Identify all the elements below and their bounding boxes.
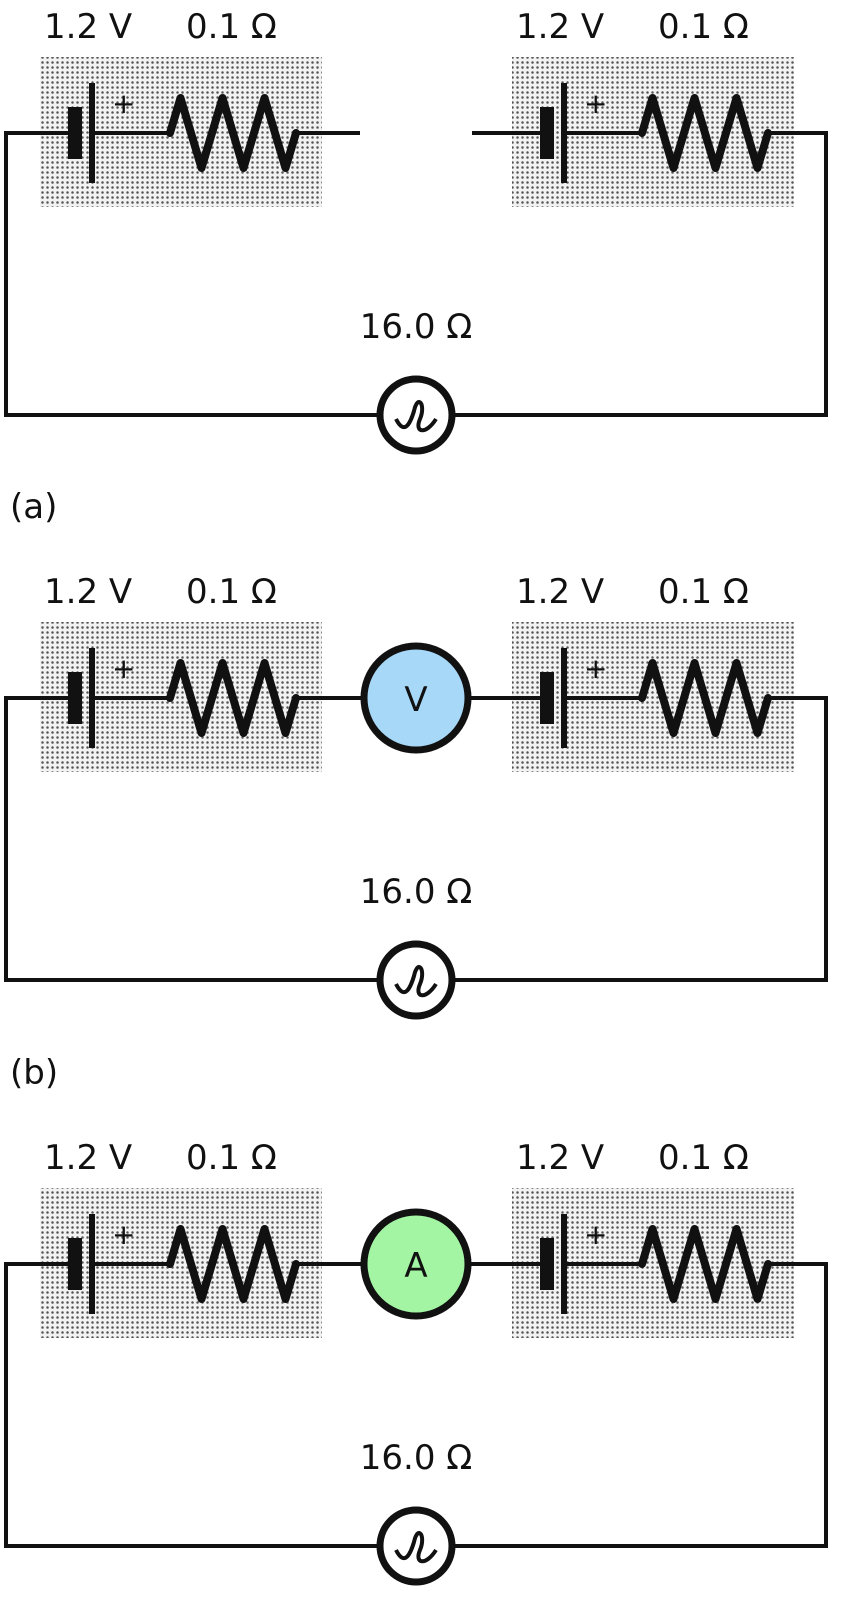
emf-label: 1.2 V <box>44 1138 132 1178</box>
emf-label: 1.2 V <box>516 1138 604 1178</box>
cell-shaded-box <box>512 1188 794 1338</box>
battery-negative-plate <box>540 1238 554 1290</box>
bulb-resistance-label: 16.0 Ω <box>360 872 473 912</box>
cell-shaded-box <box>40 622 322 772</box>
emf-label: 1.2 V <box>516 572 604 612</box>
filament-icon <box>394 964 438 998</box>
battery-negative-plate <box>540 107 554 159</box>
internal-resistor <box>166 659 300 737</box>
cell-shaded-box <box>512 57 794 207</box>
positive-sign: + <box>584 652 607 685</box>
positive-sign: + <box>112 87 135 120</box>
circuit-wire <box>4 1262 828 1548</box>
circuit-panel-0: 1.2 V 0.1 Ω +1.2 V 0.1 Ω +16.0 Ω <box>4 7 828 455</box>
emf-label: 1.2 V <box>516 7 604 47</box>
panel-caption: (b) <box>10 1053 58 1093</box>
cell-shaded-box <box>40 57 322 207</box>
meter-symbol: A <box>404 1246 427 1286</box>
ammeter: A <box>360 1208 472 1320</box>
positive-sign: + <box>112 652 135 685</box>
battery-positive-plate <box>89 1214 95 1314</box>
battery-negative-plate <box>68 672 82 724</box>
battery-negative-plate <box>68 107 82 159</box>
cell-right: 1.2 V 0.1 Ω + <box>510 1138 796 1338</box>
cell-right: 1.2 V 0.1 Ω + <box>510 572 796 772</box>
internal-resistance-label: 0.1 Ω <box>658 1138 749 1178</box>
internal-resistance-label: 0.1 Ω <box>186 7 277 47</box>
meter-symbol: V <box>404 680 427 720</box>
emf-label: 1.2 V <box>44 7 132 47</box>
emf-label: 1.2 V <box>44 572 132 612</box>
internal-resistor <box>166 1225 300 1303</box>
internal-resistance-label: 0.1 Ω <box>658 7 749 47</box>
positive-sign: + <box>112 1218 135 1251</box>
bulb-resistance-label: 16.0 Ω <box>360 307 473 347</box>
circuit-panel-1: (a) 1.2 V 0.1 Ω +1.2 V 0.1 Ω + V 16.0 Ω <box>4 487 828 1020</box>
cell-shaded-box <box>512 622 794 772</box>
internal-resistor <box>638 1225 772 1303</box>
circuit-wire <box>4 131 828 417</box>
voltmeter: V <box>360 642 472 754</box>
filament-icon <box>394 1530 438 1564</box>
internal-resistor <box>166 94 300 172</box>
internal-resistance-label: 0.1 Ω <box>186 1138 277 1178</box>
battery-positive-plate <box>561 1214 567 1314</box>
battery-positive-plate <box>561 648 567 748</box>
battery-positive-plate <box>89 83 95 183</box>
panel-caption: (a) <box>10 487 57 527</box>
battery-negative-plate <box>540 672 554 724</box>
internal-resistor <box>638 94 772 172</box>
internal-resistance-label: 0.1 Ω <box>186 572 277 612</box>
cell-left: 1.2 V 0.1 Ω + <box>38 572 324 772</box>
cell-left: 1.2 V 0.1 Ω + <box>38 7 324 207</box>
internal-resistance-label: 0.1 Ω <box>658 572 749 612</box>
positive-sign: + <box>584 1218 607 1251</box>
circuit-wire <box>4 696 828 982</box>
internal-resistor <box>638 659 772 737</box>
battery-positive-plate <box>561 83 567 183</box>
bulb: 16.0 Ω <box>360 1438 473 1586</box>
bulb: 16.0 Ω <box>360 307 473 455</box>
cell-left: 1.2 V 0.1 Ω + <box>38 1138 324 1338</box>
circuit-panel-2: (b) 1.2 V 0.1 Ω +1.2 V 0.1 Ω + A 16.0 Ω <box>4 1053 828 1586</box>
bulb-resistance-label: 16.0 Ω <box>360 1438 473 1478</box>
cell-shaded-box <box>40 1188 322 1338</box>
battery-negative-plate <box>68 1238 82 1290</box>
bulb: 16.0 Ω <box>360 872 473 1020</box>
positive-sign: + <box>584 87 607 120</box>
battery-positive-plate <box>89 648 95 748</box>
filament-icon <box>394 399 438 433</box>
cell-right: 1.2 V 0.1 Ω + <box>510 7 796 207</box>
